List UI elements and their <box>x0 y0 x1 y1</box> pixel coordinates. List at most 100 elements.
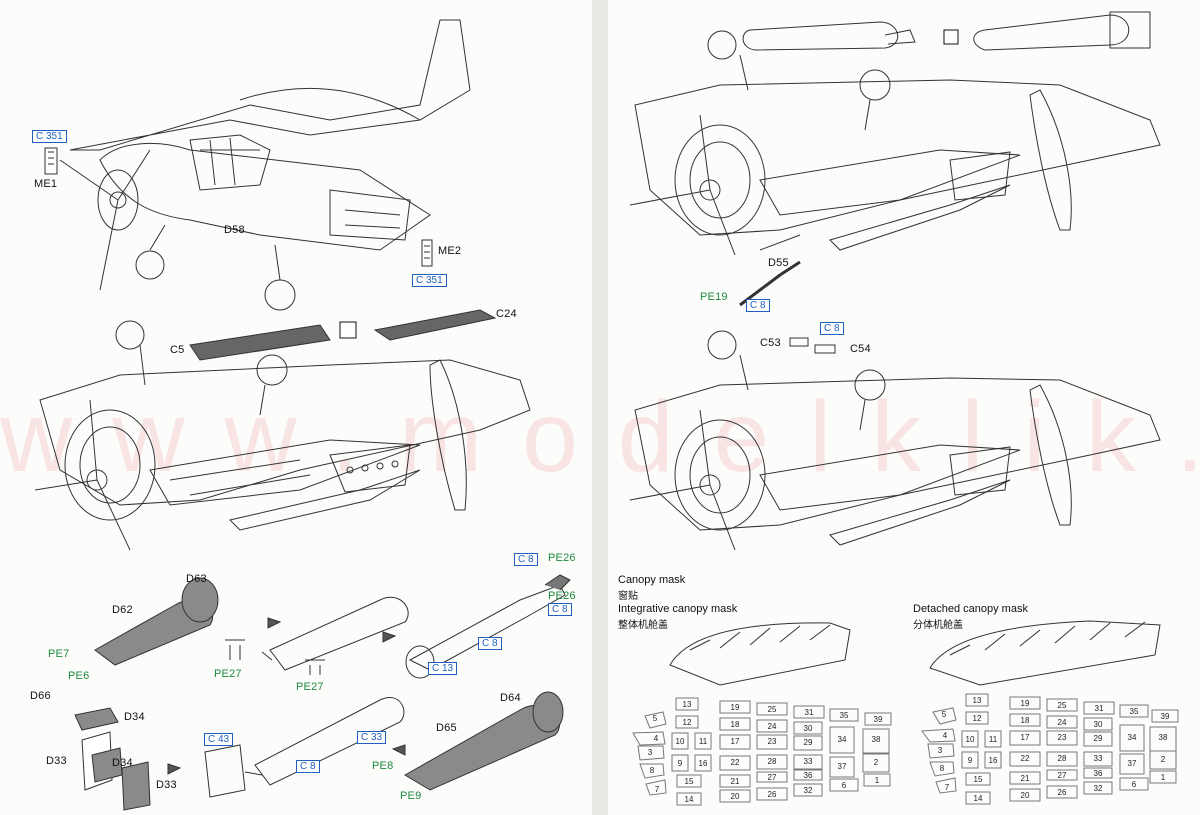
part-c24-drawing <box>373 309 497 341</box>
step2-pointer-symbol <box>339 321 357 339</box>
ref-c33: C 33 <box>357 731 387 744</box>
mask-number: 18 <box>730 720 740 729</box>
detached-mask-heading-cn: 分体机舱盖 <box>913 620 963 631</box>
ref-c43: C 43 <box>204 733 234 746</box>
aircraft-step2-illustration <box>34 320 531 551</box>
arrow-step4a <box>167 763 182 775</box>
right-instruction-page <box>608 0 1200 815</box>
label-pe19: PE19 <box>700 291 728 303</box>
label-d66: D66 <box>30 690 51 702</box>
mask-number: 39 <box>1160 712 1170 721</box>
mask-number: 6 <box>1131 780 1137 789</box>
label-d34-bottom: D34 <box>112 757 133 769</box>
mask-number: 14 <box>973 794 983 803</box>
mask-number: 37 <box>837 762 847 771</box>
mask-number: 7 <box>654 785 660 794</box>
ref-c8-pe19: C 8 <box>746 299 770 312</box>
page-gutter <box>592 0 608 815</box>
label-d34-top: D34 <box>124 711 145 723</box>
mask-number: 5 <box>941 710 947 719</box>
mask-number: 36 <box>803 771 813 780</box>
label-c5: C5 <box>170 344 185 356</box>
label-me1: ME1 <box>34 178 58 190</box>
ref-c8-step2: C 8 <box>820 322 844 335</box>
mask-number: 35 <box>1129 707 1139 716</box>
mask-number: 35 <box>839 711 849 720</box>
ref-c8-rack: C 8 <box>296 760 320 773</box>
aircraft-step1-illustration <box>59 19 471 311</box>
mask-number: 15 <box>684 777 694 786</box>
mask-number: 39 <box>873 715 883 724</box>
mask-number: 5 <box>652 714 658 723</box>
mask-number: 24 <box>1057 718 1067 727</box>
canopy-mask-title-cn: 窗贴 <box>618 591 638 602</box>
mask-number: 36 <box>1093 769 1103 778</box>
mask-number: 8 <box>649 766 655 775</box>
label-pe26-bottom: PE26 <box>548 590 576 602</box>
label-d58: D58 <box>224 224 245 236</box>
mask-number: 38 <box>1158 733 1168 742</box>
part-c5-drawing <box>189 324 331 361</box>
ref-c8-top: C 8 <box>514 553 538 566</box>
mask-number: 24 <box>767 722 777 731</box>
mask-number: 13 <box>682 700 692 709</box>
mask-number: 19 <box>730 703 740 712</box>
mask-number: 20 <box>730 792 740 801</box>
mask-number: 6 <box>841 781 847 790</box>
mask-number: 33 <box>803 757 813 766</box>
label-d65: D65 <box>436 722 457 734</box>
arrow-step3a <box>267 617 282 629</box>
mask-number: 38 <box>871 735 881 744</box>
label-pe27-right: PE27 <box>296 681 324 693</box>
label-c53: C53 <box>760 337 781 349</box>
detached-mask-heading: Detached canopy mask <box>913 603 1028 615</box>
mask-number: 3 <box>937 746 943 755</box>
label-pe26-top: PE26 <box>548 552 576 564</box>
mask-number: 1 <box>874 776 880 785</box>
mask-number: 13 <box>972 696 982 705</box>
mask-number: 2 <box>1160 755 1166 764</box>
ref-c13: C 13 <box>428 662 458 675</box>
mask-number: 22 <box>1020 754 1030 763</box>
label-d55: D55 <box>768 257 789 269</box>
mask-number: 17 <box>730 737 740 746</box>
mask-number: 33 <box>1093 754 1103 763</box>
mask-number: 7 <box>944 783 950 792</box>
left-page-drawings <box>34 19 571 811</box>
torpedo-rack-assembly <box>204 697 405 798</box>
ref-c351-bottom: C 351 <box>412 274 447 287</box>
label-pe8: PE8 <box>372 760 394 772</box>
mask-number: 21 <box>1020 774 1030 783</box>
mask-number: 21 <box>730 777 740 786</box>
mask-number: 9 <box>677 759 683 768</box>
mask-number: 16 <box>988 756 998 765</box>
mask-number: 3 <box>647 748 653 757</box>
mask-number: 23 <box>1057 733 1067 742</box>
label-me2: ME2 <box>438 245 462 257</box>
mask-number: 30 <box>803 724 813 733</box>
mask-number: 31 <box>804 708 814 717</box>
label-pe9: PE9 <box>400 790 422 802</box>
label-d33-right: D33 <box>156 779 177 791</box>
part-me1-drawing <box>44 147 58 175</box>
mask-number: 37 <box>1127 759 1137 768</box>
part-me2-drawing <box>421 239 433 267</box>
mask-number: 4 <box>653 734 659 743</box>
mask-number: 4 <box>942 731 948 740</box>
mask-number: 28 <box>767 757 777 766</box>
mask-number: 23 <box>767 737 777 746</box>
label-c54: C54 <box>850 343 871 355</box>
mask-number: 30 <box>1093 720 1103 729</box>
mask-number: 27 <box>767 773 777 782</box>
mask-number: 26 <box>1057 788 1067 797</box>
label-pe7: PE7 <box>48 648 70 660</box>
label-pe27-left: PE27 <box>214 668 242 680</box>
mask-number: 8 <box>939 764 945 773</box>
label-pe6: PE6 <box>68 670 90 682</box>
mask-number: 2 <box>873 758 879 767</box>
rack-parts-drawing <box>74 707 151 811</box>
mask-number: 16 <box>698 759 708 768</box>
mask-number: 17 <box>1020 733 1030 742</box>
mask-number: 12 <box>972 714 982 723</box>
mask-number: 28 <box>1057 754 1067 763</box>
